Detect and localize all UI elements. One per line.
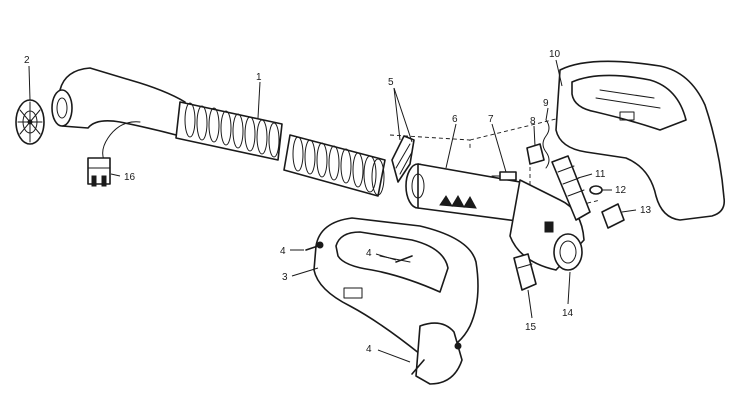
callout-2: 2 xyxy=(24,55,30,66)
callout-3: 3 xyxy=(282,272,288,283)
part-14-swivel xyxy=(509,179,585,271)
part-4-screw-a xyxy=(305,241,324,251)
callout-11: 11 xyxy=(595,169,606,180)
part-11-switch xyxy=(551,155,591,221)
part-4-screw-b xyxy=(395,255,413,263)
callout-8: 8 xyxy=(530,116,536,127)
part-12-nut xyxy=(589,185,603,195)
part-3-lower-housing xyxy=(313,217,479,385)
part-15-latch xyxy=(513,253,537,291)
callout-4c: 4 xyxy=(366,344,372,355)
leader-lines xyxy=(28,59,637,363)
part-13-button xyxy=(601,203,625,229)
part-16-connector xyxy=(87,157,111,187)
callout-6: 6 xyxy=(452,114,458,125)
hose-ribs-1 xyxy=(184,102,280,158)
callout-4a: 4 xyxy=(280,246,286,257)
callout-5: 5 xyxy=(388,77,394,88)
part-10-upper-housing xyxy=(555,60,726,221)
callout-10: 10 xyxy=(549,49,561,60)
callout-16: 16 xyxy=(124,172,136,183)
callout-1: 1 xyxy=(256,72,262,83)
callout-15: 15 xyxy=(525,322,537,333)
callout-9: 9 xyxy=(543,98,549,109)
callout-labels: 1 2 3 4 4 4 5 6 7 8 9 10 11 12 13 14 15 … xyxy=(24,49,652,355)
callout-14: 14 xyxy=(562,308,574,319)
part-8-bracket xyxy=(526,143,545,165)
part-5-clip xyxy=(391,135,415,183)
part-4-screw-c xyxy=(411,342,462,375)
callout-4b: 4 xyxy=(366,248,372,259)
callout-12: 12 xyxy=(615,185,627,196)
callout-7: 7 xyxy=(488,114,494,125)
part-1-hose xyxy=(51,67,386,197)
callout-13: 13 xyxy=(640,205,652,216)
hose-ribs-2 xyxy=(292,136,385,196)
part-9-spring xyxy=(542,119,550,169)
part-2-end-cap xyxy=(15,99,45,145)
part-7-pin xyxy=(491,171,517,181)
